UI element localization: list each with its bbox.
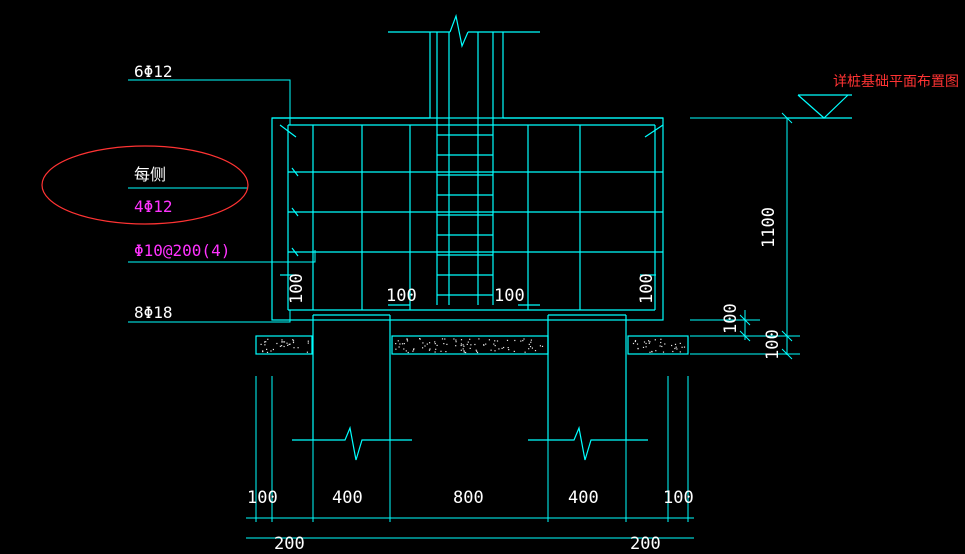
reference-note: 详桩基础平面布置图 [833, 73, 959, 90]
height-total-dim: 1100 [759, 207, 779, 248]
bottom-dim-4: 400 [568, 488, 599, 508]
bottom-dimensions [246, 376, 694, 539]
bottom-dim-2: 400 [332, 488, 363, 508]
stirrup-label: Φ10@200(4) [134, 241, 230, 260]
triangle-elevation-icon [786, 94, 852, 119]
offset-a-dim: 100 [721, 303, 741, 334]
highlight-annotation [41, 145, 249, 225]
cover-mid-right-dim: 100 [494, 286, 525, 306]
cover-left-dim: 100 [287, 273, 307, 304]
side-rebar-label: 4Φ12 [134, 197, 173, 216]
bottom-dim-200-right: 200 [630, 534, 661, 554]
concrete-cushion [255, 335, 689, 355]
piles [292, 314, 648, 461]
bottom-dim-1: 100 [247, 488, 278, 508]
bottom-dim-3: 800 [453, 488, 484, 508]
each-side-label: 每侧 [134, 165, 166, 184]
bottom-dim-5: 100 [663, 488, 694, 508]
top-rebar-label: 6Φ12 [134, 62, 173, 81]
leader-lines [128, 79, 316, 323]
right-dimensions [690, 112, 800, 360]
zigzag-break-icon [292, 425, 412, 461]
bottom-dim-200-left: 200 [274, 534, 305, 554]
column-outline [272, 13, 663, 305]
pile-cap-outline [271, 117, 664, 321]
bottom-rebar-label: 8Φ18 [134, 303, 173, 322]
cover-mid-left-dim: 100 [386, 286, 417, 306]
offset-b-dim: 100 [763, 329, 783, 360]
cover-right-dim: 100 [637, 273, 657, 304]
